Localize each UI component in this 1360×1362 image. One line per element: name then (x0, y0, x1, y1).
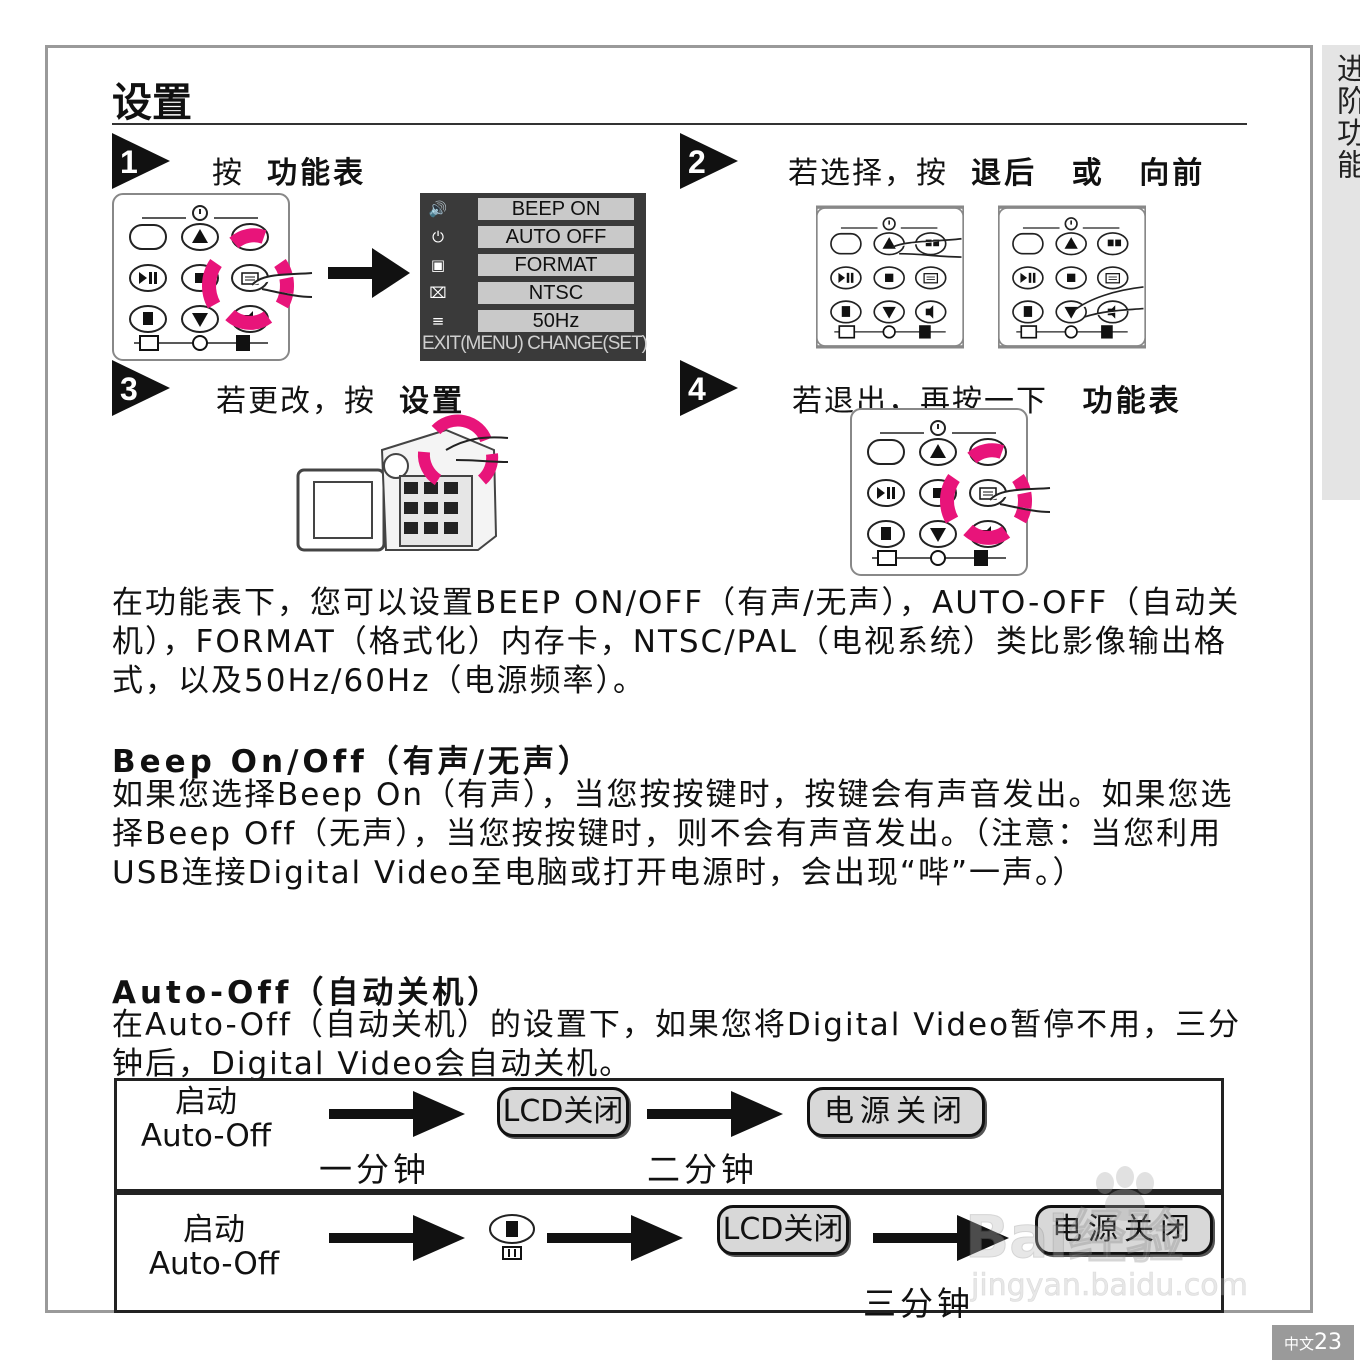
keypad-up-press (816, 204, 964, 350)
flow2-arrow-3 (873, 1215, 1009, 1261)
flow2-lcd-off: LCD关闭 (717, 1205, 849, 1255)
beep-heading: Beep On/Off（有声/无声） (112, 744, 594, 780)
flow2-arrow-2 (547, 1215, 683, 1261)
svg-text:1: 1 (120, 144, 138, 180)
camera-set-press (296, 410, 516, 558)
step-2-text: 若选择，按 退后 或 向前 (788, 148, 1205, 192)
flow-diagram-1: 启动 Auto-Off LCD关闭 电源关闭 一分钟 二分钟 (114, 1078, 1224, 1192)
flow1-start-line2: Auto-Off (140, 1118, 272, 1154)
page-num-value: 23 (1314, 1330, 1342, 1355)
step-2-or: 或 (1071, 156, 1105, 191)
flow2-start: 启动 Auto-Off (139, 1213, 289, 1281)
page-title: 设置 (112, 80, 192, 126)
menu-item-label: NTSC (478, 282, 634, 304)
step-1-label: 按 (212, 156, 244, 191)
step-4-key: 功能表 (1082, 384, 1182, 419)
flow2-time-1: 三分钟 (863, 1284, 974, 1323)
beep-paragraph: 如果您选择Beep On（有声），当您按按键时，按键会有声音发出。如果您选择Be… (112, 777, 1234, 891)
step-1-key: 功能表 (267, 156, 367, 191)
flow2-start-line2: Auto-Off (148, 1246, 280, 1282)
menu-item-frequency: ≡ 50Hz (426, 309, 636, 333)
menu-footer: EXIT(MENU) CHANGE(SET) (422, 333, 648, 354)
format-icon: ▣ (430, 256, 446, 274)
tv-icon: ⌧ (429, 284, 447, 302)
menu-screen: 🔊 BEEP ON ⏻ AUTO OFF ▣ FORMAT ⌧ NTSC ≡ 50Hz E… (420, 193, 648, 361)
arrow-to-menu (328, 248, 410, 298)
flow1-time-2: 二分钟 (647, 1150, 758, 1189)
intro-paragraph: 在功能表下，您可以设置BEEP ON/OFF（有声/无声），AUTO-OFF（自… (112, 585, 1241, 699)
baidu-watermark: Bai经验 jingyan.baidu.com (965, 1165, 1295, 1315)
step-2-key-forward: 向前 (1139, 156, 1206, 191)
svg-text:4: 4 (688, 371, 706, 407)
step-3-key: 设置 (399, 384, 466, 419)
page-number: 中文23 (1272, 1325, 1354, 1360)
power-icon: ⏻ (432, 228, 444, 246)
flow1-start-line1: 启动 (175, 1084, 237, 1120)
keypad-down-press (998, 204, 1146, 350)
menu-item-label: BEEP ON (478, 198, 634, 220)
flow2-power-off: 电源关闭 (1035, 1205, 1213, 1255)
step-2-key-back: 退后 (971, 156, 1038, 191)
menu-item-label: AUTO OFF (478, 226, 634, 248)
autooff-paragraph: 在Auto-Off（自动关机）的设置下，如果您将Digital Video暂停不… (112, 1007, 1242, 1082)
side-tab-label: 进阶功能 (1331, 53, 1360, 181)
delete-icon (489, 1214, 535, 1260)
menu-item-label: FORMAT (478, 254, 634, 276)
flow1-time-1: 一分钟 (319, 1150, 430, 1189)
menu-item-format: ▣ FORMAT (426, 253, 636, 277)
frequency-icon: ≡ (431, 312, 445, 330)
menu-item-label: 50Hz (478, 310, 634, 332)
flow1-start: 启动 Auto-Off (131, 1085, 281, 1153)
paw-icon (1096, 1166, 1154, 1221)
flow1-arrow-2 (647, 1091, 783, 1137)
menu-item-auto-off: ⏻ AUTO OFF (426, 225, 636, 249)
speaker-icon: 🔊 (428, 200, 448, 218)
step-3-label: 若更改，按 (216, 384, 376, 419)
step-1-text: 按 功能表 (212, 148, 366, 192)
section-side-tab: 进阶功能 (1322, 45, 1360, 500)
step-2-badge: 2 (680, 133, 738, 189)
step-1-badge: 1 (112, 133, 170, 189)
autooff-heading: Auto-Off（自动关机） (112, 975, 503, 1011)
svg-text:jingyan.baidu.com: jingyan.baidu.com (970, 1268, 1248, 1303)
flow2-arrow-1 (329, 1215, 465, 1261)
page-lang: 中文 (1283, 1335, 1314, 1353)
flow1-lcd-off: LCD关闭 (497, 1087, 629, 1137)
svg-text:Bai经验: Bai经验 (965, 1203, 1184, 1271)
flow2-start-line1: 启动 (183, 1212, 245, 1248)
flow1-power-off: 电源关闭 (807, 1087, 985, 1137)
svg-text:3: 3 (120, 371, 138, 407)
step-2-label: 若选择，按 (788, 156, 948, 191)
menu-item-ntsc: ⌧ NTSC (426, 281, 636, 305)
keypad-menu-press (112, 193, 322, 365)
keypad-menu-exit-press (850, 408, 1060, 580)
flow-diagram-2: 启动 Auto-Off LCD关闭 电源关闭 三分钟 (114, 1192, 1224, 1323)
title-divider (112, 123, 1247, 125)
flow1-arrow-1 (329, 1091, 465, 1137)
step-3-badge: 3 (112, 360, 170, 416)
menu-item-beep: 🔊 BEEP ON (426, 197, 636, 221)
svg-text:2: 2 (688, 144, 706, 180)
step-3-text: 若更改，按 设置 (216, 376, 465, 420)
step-4-badge: 4 (680, 360, 738, 416)
